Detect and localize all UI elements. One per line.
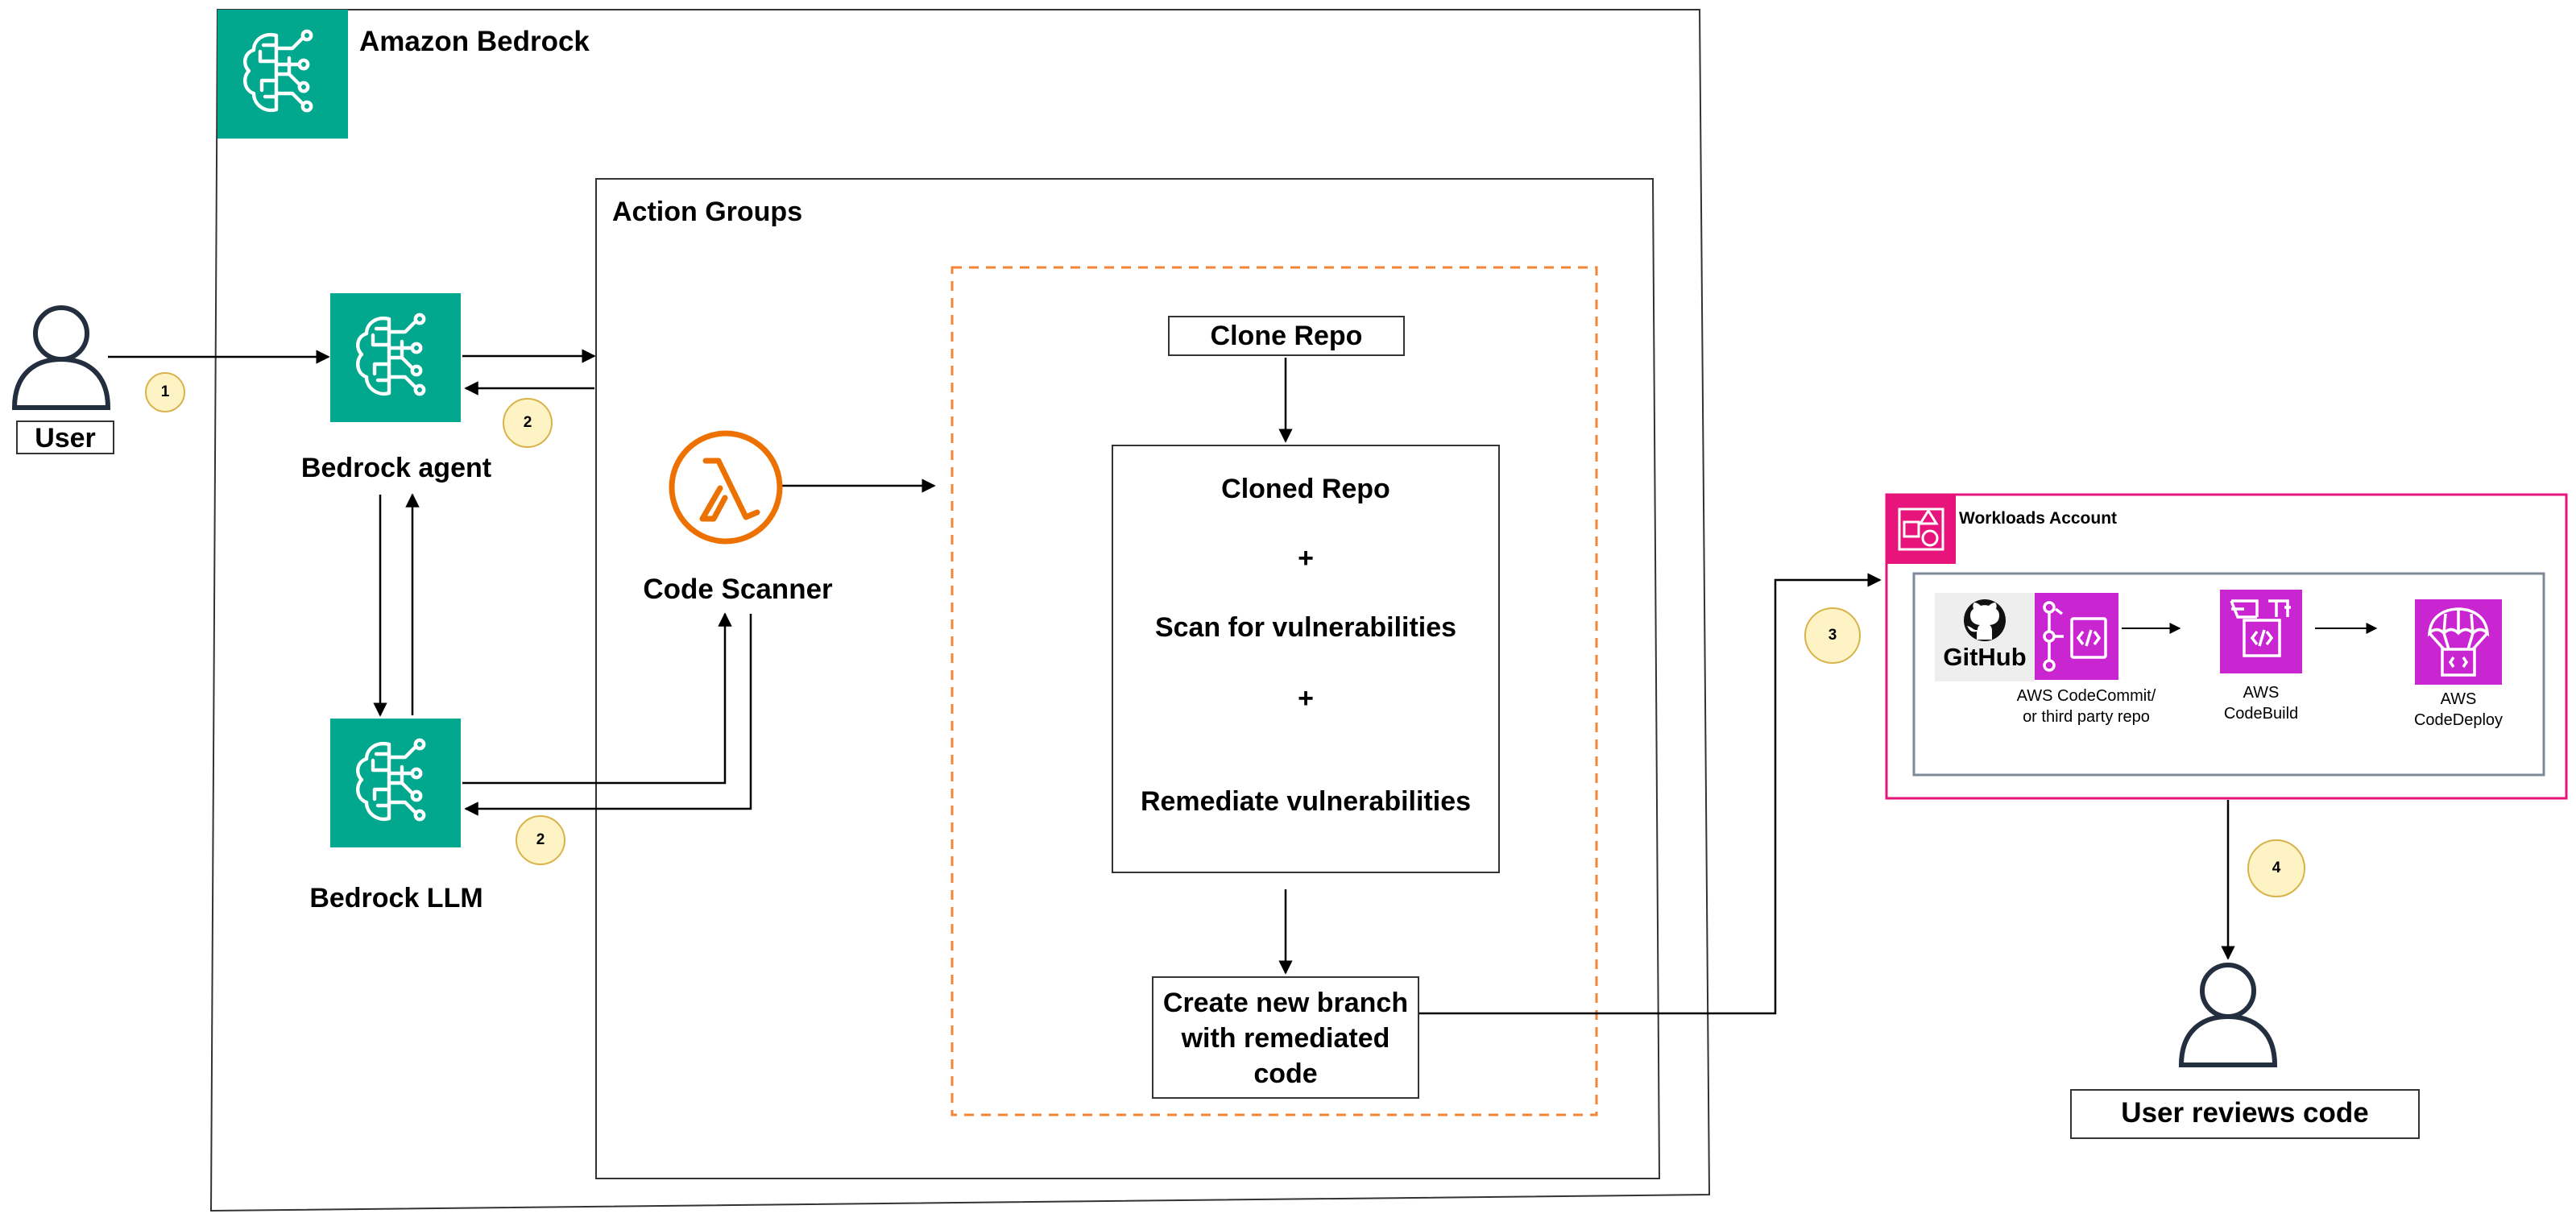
- codebuild-label-line-2: CodeBuild: [2223, 705, 2299, 723]
- user-label-box: User: [16, 420, 114, 454]
- plus-sign-1: +: [1298, 543, 1314, 574]
- codebuild-label-line-1: AWS: [2243, 684, 2280, 702]
- reviewer-label-box: User reviews code: [2070, 1089, 2420, 1139]
- step-badge-1: 1: [145, 372, 185, 412]
- bedrock-llm-icon: [330, 719, 461, 847]
- reviewer-user-icon: [2178, 963, 2278, 1067]
- bedrock-llm-label: Bedrock LLM: [309, 883, 483, 913]
- github-label: GitHub: [1943, 643, 2027, 671]
- workloads-inner-container: [1912, 572, 2545, 777]
- bedrock-title: Amazon Bedrock: [359, 26, 590, 57]
- cloned-repo-label: Cloned Repo: [1221, 474, 1390, 504]
- codedeploy-label-line-2: CodeDeploy: [2413, 711, 2504, 729]
- codecommit-label-line-2: or third party repo: [2023, 708, 2150, 726]
- reviewer-label: User reviews code: [2121, 1097, 2369, 1129]
- workloads-account-icon: [1886, 495, 1956, 564]
- create-branch-line-2: with remediated: [1181, 1023, 1390, 1054]
- arrow-branch-to-workloads: [1419, 573, 1882, 1015]
- bedrock-agent-label: Bedrock agent: [300, 453, 492, 483]
- codecommit-icon: [2035, 593, 2118, 680]
- step-badge-2-agent: 2: [503, 398, 553, 448]
- action-groups-title: Action Groups: [612, 197, 803, 227]
- plus-sign-2: +: [1298, 683, 1314, 714]
- user-label: User: [35, 423, 96, 454]
- create-branch-line-3: code: [1253, 1058, 1318, 1089]
- remediate-vulnerabilities-label: Remediate vulnerabilities: [1140, 786, 1472, 817]
- codebuild-icon: [2220, 590, 2302, 673]
- clone-repo-label: Clone Repo: [1210, 321, 1363, 351]
- bedrock-agent-icon: [330, 293, 461, 422]
- workloads-account-container: [1885, 493, 2568, 800]
- scan-vulnerabilities-label: Scan for vulnerabilities: [1154, 612, 1457, 643]
- step-badge-4: 4: [2247, 839, 2305, 897]
- clone-repo-box: Clone Repo: [1168, 316, 1405, 356]
- create-branch-box: Create new branch with remediated code: [1152, 976, 1419, 1099]
- step-badge-3: 3: [1804, 607, 1861, 664]
- user-icon: [11, 305, 111, 410]
- codedeploy-label-line-1: AWS: [2440, 690, 2477, 708]
- create-branch-line-1: Create new branch: [1162, 988, 1409, 1018]
- arrow-llm-to-scanner: [462, 612, 732, 785]
- code-scanner-label: Code Scanner: [643, 574, 833, 605]
- action-groups-container: [595, 178, 1661, 1179]
- workloads-account-title: Workloads Account: [1959, 509, 2118, 528]
- bedrock-container: [209, 9, 1711, 1212]
- codecommit-label-line-1: AWS CodeCommit/: [2016, 687, 2156, 705]
- arrow-scanner-to-llm: [464, 614, 752, 816]
- lambda-icon: [667, 429, 785, 546]
- bedrock-brain-icon: [217, 10, 348, 139]
- dashed-flow-group: [950, 266, 1598, 1116]
- step-badge-2-llm: 2: [516, 815, 565, 865]
- github-icon: GitHub: [1935, 593, 2035, 681]
- cloned-repo-box: Cloned Repo + Scan for vulnerabilities +…: [1112, 445, 1500, 873]
- codedeploy-icon: [2415, 599, 2502, 685]
